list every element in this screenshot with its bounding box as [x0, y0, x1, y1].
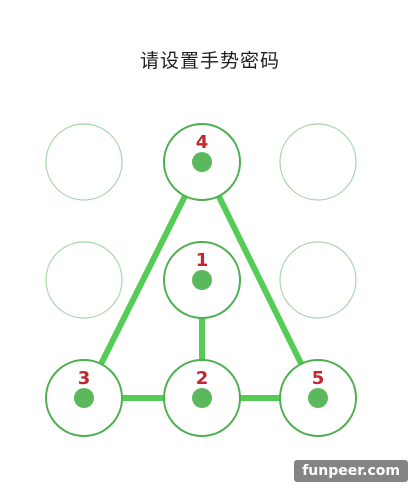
pattern-node-top-center[interactable]: 4: [163, 123, 241, 201]
pattern-segment-bottom-left-to-top-center: [81, 159, 205, 401]
node-center-dot: [192, 152, 212, 172]
node-ring: [279, 241, 357, 319]
pattern-node-bottom-right[interactable]: 5: [279, 359, 357, 437]
pattern-node-bottom-center[interactable]: 2: [163, 359, 241, 437]
node-center-dot: [192, 388, 212, 408]
pattern-node-middle-right[interactable]: [279, 241, 357, 319]
node-order-label: 3: [78, 368, 91, 389]
node-center-dot: [308, 388, 328, 408]
node-center-dot: [74, 388, 94, 408]
node-order-label: 4: [196, 132, 209, 153]
pattern-node-middle-left[interactable]: [45, 241, 123, 319]
node-ring: [279, 123, 357, 201]
pattern-node-middle-center[interactable]: 1: [163, 241, 241, 319]
node-ring: [45, 241, 123, 319]
pattern-node-bottom-left[interactable]: 3: [45, 359, 123, 437]
pattern-node-top-left[interactable]: [45, 123, 123, 201]
pattern-segment-top-center-to-bottom-right: [199, 159, 321, 401]
site-watermark: funpeer.com: [294, 460, 408, 482]
node-ring: [45, 123, 123, 201]
pattern-node-top-right[interactable]: [279, 123, 357, 201]
pattern-path: [81, 159, 321, 401]
node-order-label: 5: [312, 368, 325, 389]
pattern-node-grid: 4 1 3 2 5: [45, 123, 357, 437]
node-order-label: 2: [196, 368, 209, 389]
node-order-label: 1: [196, 250, 209, 271]
node-center-dot: [192, 270, 212, 290]
page-title: 请设置手势密码: [139, 50, 280, 72]
